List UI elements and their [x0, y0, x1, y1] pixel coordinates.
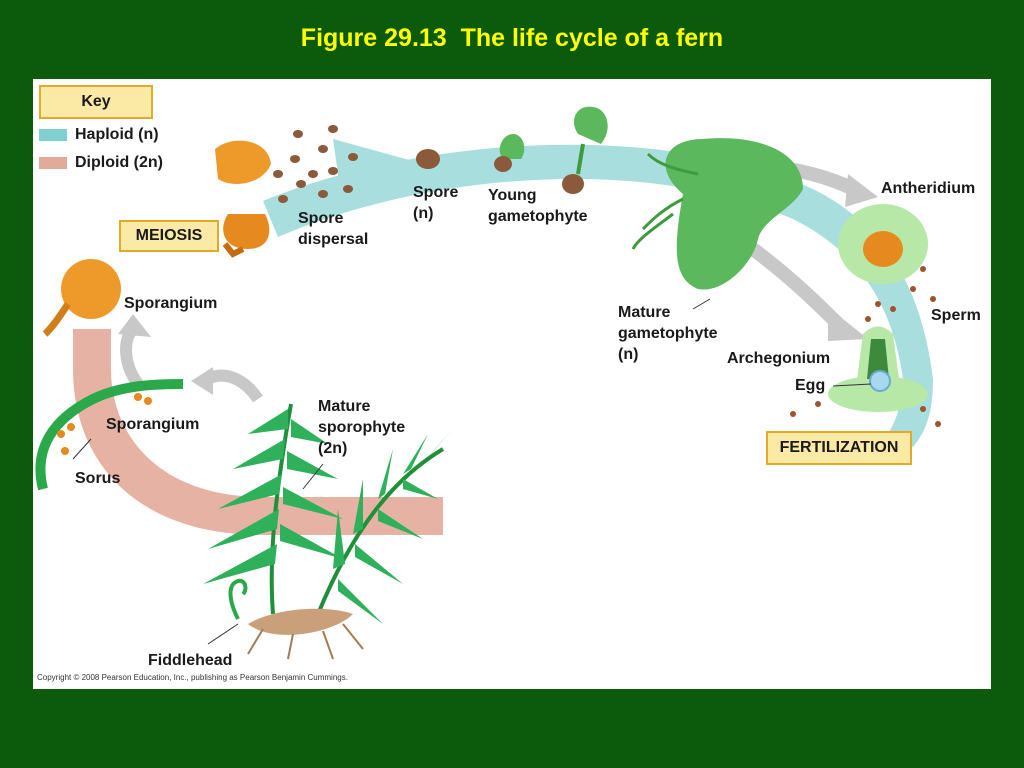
young-gametophyte-icon [494, 106, 608, 194]
sporangium-closed-icon [42, 259, 121, 337]
spore-label-2: (n) [413, 205, 434, 222]
key-box: Key [39, 85, 153, 119]
sperm-cells [790, 266, 941, 427]
mature-gametophyte-label-3: (n) [618, 346, 639, 363]
young-gametophyte-label-1: Young [488, 187, 537, 204]
spore-icon [416, 149, 440, 169]
antheridium-label: Antheridium [881, 180, 976, 197]
mature-sporophyte-label-3: (2n) [318, 440, 348, 457]
mature-sporophyte-icon [203, 403, 453, 660]
mature-sporophyte-label-1: Mature [318, 398, 371, 415]
spore-label-1: Spore [413, 184, 459, 201]
spore-dispersal-label-2: dispersal [298, 231, 369, 248]
key-haploid-label: Haploid (n) [75, 126, 159, 143]
mature-sporophyte-label-2: sporophyte [318, 419, 406, 436]
arrow-head-antheridium [845, 174, 878, 207]
spore-dispersal-label-1: Spore [298, 210, 344, 227]
frond-with-sori-icon [35, 379, 184, 491]
arrow-head-archegonium [828, 307, 868, 341]
antheridium-icon [838, 204, 928, 284]
life-cycle-diagram: Key Haploid (n) Diploid (2n) MEIOSIS FER… [33, 79, 991, 689]
sporangium-lower-label: Sporangium [106, 416, 200, 433]
fiddlehead-label: Fiddlehead [148, 652, 233, 669]
sporangium-bursting-icon [215, 140, 271, 258]
key-diploid-label: Diploid (2n) [75, 154, 163, 171]
arrow-from-sporophyte [205, 369, 263, 403]
key-title: Key [81, 93, 111, 110]
archegonium-label: Archegonium [727, 350, 831, 367]
mature-gametophyte-label-1: Mature [618, 304, 671, 321]
young-gametophyte-label-2: gametophyte [488, 208, 588, 225]
mature-gametophyte-icon [631, 138, 803, 290]
arrow-to-sporangium [120, 324, 143, 388]
sperm-label: Sperm [931, 307, 981, 324]
arrow-head-sporangium [118, 314, 151, 337]
mature-gametophyte-label-2: gametophyte [618, 325, 718, 342]
diagram-artwork [35, 106, 941, 660]
sporangium-upper-label: Sporangium [124, 295, 218, 312]
sorus-label: Sorus [75, 470, 121, 487]
key-diploid-swatch [39, 157, 67, 169]
key-haploid-swatch [39, 129, 67, 141]
arrow-to-archegonium [748, 243, 843, 329]
fertilization-box: FERTILIZATION [766, 431, 912, 465]
egg-label: Egg [795, 377, 826, 394]
meiosis-box: MEIOSIS [119, 220, 219, 252]
dispersing-spores [273, 125, 358, 203]
arrow-head-sorus [191, 367, 213, 395]
copyright-notice: Copyright © 2008 Pearson Education, Inc.… [37, 673, 348, 682]
slide-title: Figure 29.13 The life cycle of a fern [300, 24, 724, 52]
diploid-band [73, 329, 443, 535]
